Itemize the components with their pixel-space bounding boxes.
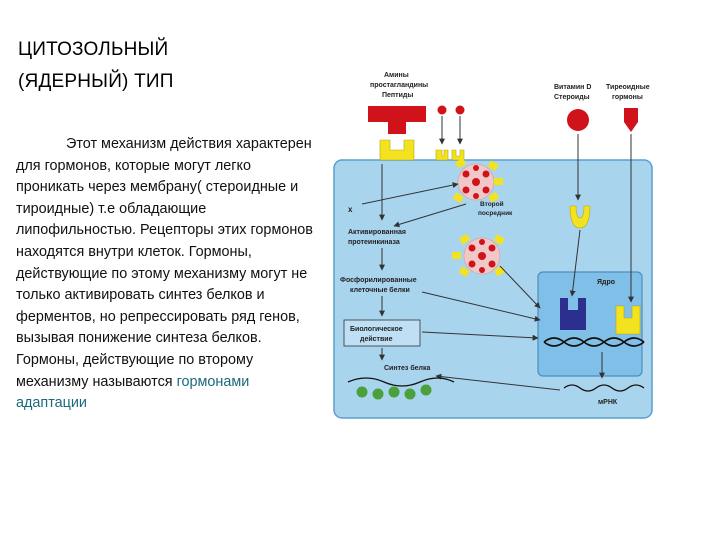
second-messenger-label-1: Второй — [480, 200, 504, 208]
phos-label-1: Фосфорилированные — [340, 277, 417, 284]
cytosolic-receptor — [569, 205, 591, 229]
second-messenger-cluster-2 — [452, 233, 506, 277]
ribosome-1 — [356, 386, 368, 398]
protein-chain — [347, 377, 455, 387]
hormone-mechanism-diagram: Ядро Амины простагландины Пептиды Витами… — [333, 72, 653, 419]
membrane-receptor-3 — [451, 149, 465, 161]
bio-label-2: действие — [360, 335, 393, 343]
bio-label-1: Биологическое — [350, 326, 403, 333]
ribosome-5 — [420, 384, 432, 396]
peptide-hormone-shape — [368, 106, 426, 134]
membrane-receptor-2 — [435, 149, 449, 161]
small-hormone-dot-2 — [455, 105, 465, 115]
title-line-2: (ЯДЕРНЫЙ) ТИП — [18, 71, 174, 92]
amines-label-3: Пептиды — [382, 92, 413, 99]
dna-helix-strand-a — [543, 337, 645, 347]
kinase-label-1: Активированная — [348, 229, 406, 236]
mrna-strand — [563, 384, 645, 392]
vitd-label-1: Витамин D — [554, 84, 591, 91]
steroid-hormone-circle — [567, 109, 589, 131]
thyroid-hormone-shape — [624, 108, 638, 132]
phos-label-2: клеточные белки — [350, 286, 410, 294]
title-line-1: ЦИТОЗОЛЬНЫЙ — [18, 39, 169, 60]
amines-label-2: простагландины — [370, 82, 428, 89]
kinase-label-2: протеинкиназа — [348, 239, 400, 246]
amines-label-1: Амины — [384, 72, 409, 79]
dna-helix-strand-b — [543, 337, 645, 347]
description-paragraph: Этот механизм действия характерен для го… — [16, 134, 322, 415]
thyroid-label-2: гормоны — [612, 94, 643, 101]
x-label: x — [348, 205, 353, 214]
mrna-label: мРНК — [598, 399, 618, 406]
nuclear-receptor-navy — [560, 298, 586, 330]
slide-title: ЦИТОЗОЛЬНЫЙ (ЯДЕРНЫЙ) ТИП — [18, 34, 338, 98]
membrane-receptor-1 — [379, 139, 415, 161]
protein-synthesis-label: Синтез белка — [384, 364, 430, 372]
second-messenger-cluster-1 — [452, 157, 503, 203]
nucleus-label: Ядро — [597, 279, 615, 286]
ribosome-4 — [404, 388, 416, 400]
description-text: Этот механизм действия характерен для го… — [16, 136, 313, 390]
second-messenger-label-2: посредник — [478, 210, 513, 217]
thyroid-label-1: Тиреоидные — [606, 84, 650, 91]
small-hormone-dot-1 — [437, 105, 447, 115]
nuclear-receptor-yellow — [615, 305, 641, 335]
bio-effect-box — [343, 319, 421, 347]
ribosome-2 — [372, 388, 384, 400]
highlight-term: гормонами адаптации — [16, 373, 250, 412]
vitd-label-2: Стероиды — [554, 94, 590, 101]
ribosome-3 — [388, 386, 400, 398]
